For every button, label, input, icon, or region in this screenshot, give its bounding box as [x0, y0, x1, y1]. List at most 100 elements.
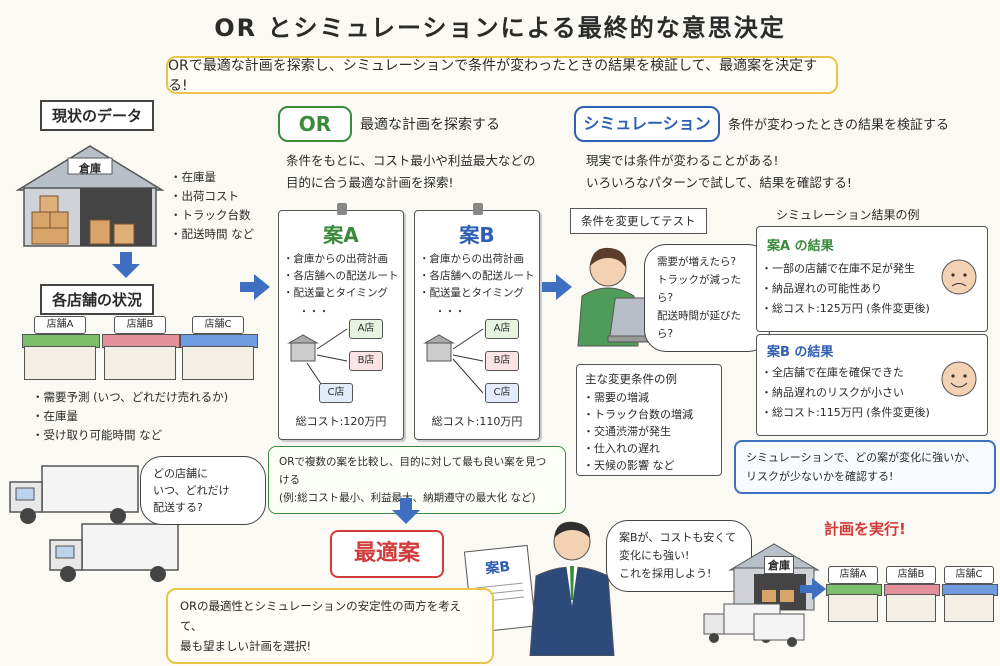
plan-b-card: 案B 倉庫からの出荷計画 各店舗への配送ルート 配送量とタイミング ・・・ A店…: [414, 203, 540, 440]
warehouse-illustration: [15, 145, 165, 247]
list-item: 納品遅れのリスクが小さい: [761, 383, 930, 403]
route-store-b: B店: [485, 351, 519, 371]
sim-description: 現実では条件が変わることがある! いろいろなパターンで試して、結果を確認する!: [586, 150, 852, 194]
bubble-line: どの店舗に: [153, 467, 208, 480]
store-sign: 店舗C: [944, 566, 994, 584]
plan-a-card: 案A 倉庫からの出荷計画 各店舗への配送ルート 配送量とタイミング ・・・ A店…: [278, 203, 404, 440]
list-item: 納品遅れの可能性あり: [761, 279, 930, 299]
store-a-illustration: 店舗A: [826, 566, 882, 622]
desc-line: 目的に合う最適な計画を探索!: [286, 175, 454, 190]
list-item: 倉庫からの出荷計画: [419, 251, 535, 268]
truck-icon: [9, 465, 139, 524]
note-line: ORで複数の案を比較し、目的に対して最も良い案を見つける: [279, 456, 547, 486]
bubble-line: 案Bが、コストも安くて: [619, 531, 736, 544]
route-diagram: [287, 328, 348, 388]
result-a-title: 案A の結果: [767, 239, 834, 254]
plan-b-items: 倉庫からの出荷計画 各店舗への配送ルート 配送量とタイミング: [419, 251, 535, 302]
store-c-illustration: 店舗C: [942, 566, 998, 622]
list-item: 各店舗への配送ルート: [419, 268, 535, 285]
result-b-panel: 案B の結果 全店舗で在庫を確保できた 納品遅れのリスクが小さい 総コスト:11…: [756, 334, 988, 436]
warehouse-sign: 倉庫: [79, 162, 101, 175]
plan-b-title: 案B: [459, 223, 495, 247]
note-line: シミュレーションで、どの案が変化に強いか、: [746, 451, 976, 464]
store-sign: 店舗A: [34, 316, 86, 334]
list-item: 総コスト:125万円 (条件変更後): [761, 299, 930, 319]
store-item-list: 需要予測 (いつ、どれだけ売れるか) 在庫量 受け取り可能時間 など: [32, 388, 252, 445]
down-arrow-icon: [112, 252, 140, 278]
warehouse-item-list: 在庫量 出荷コスト トラック台数 配送時間 など: [170, 168, 270, 244]
route-store-a: A店: [349, 319, 383, 339]
bubble-line: これを採用しよう!: [619, 567, 712, 580]
list-item: 天候の影響 など: [583, 457, 693, 474]
store-b-illustration: 店舗B: [102, 316, 180, 380]
manager-illustration: [529, 521, 615, 656]
right-arrow-icon: [542, 274, 572, 300]
list-item: 配送時間 など: [170, 225, 270, 244]
page-title: OR とシミュレーションによる最終的な意思決定: [214, 14, 786, 42]
or-label-text: OR: [298, 112, 332, 136]
desc-line: 条件をもとに、コスト最小や利益最大などの: [286, 153, 536, 168]
truck-speech-bubble: どの店舗に いつ、どれだけ 配送する?: [140, 456, 266, 525]
warehouse-sign: 倉庫: [764, 556, 794, 574]
test-label: 条件を変更してテスト: [570, 208, 707, 234]
or-description: 条件をもとに、コスト最小や利益最大などの 目的に合う最適な計画を探索!: [286, 150, 535, 194]
desc-line: いろいろなパターンで試して、結果を確認する!: [586, 175, 852, 190]
list-item: 配送量とタイミング: [419, 285, 535, 302]
or-heading: 最適な計画を探索する: [360, 117, 500, 133]
plan-paper-title: 案B: [484, 558, 511, 578]
bubble-line: いつ、どれだけ: [153, 484, 230, 497]
stores-heading: 各店舗の状況: [40, 284, 155, 315]
right-arrow-icon: [240, 274, 270, 300]
list-item: 在庫量: [32, 407, 252, 426]
happy-face-icon: [941, 361, 977, 397]
bubble-line: トラックが減ったら?: [657, 274, 741, 304]
store-b-illustration: 店舗B: [884, 566, 940, 622]
plan-a-cost: 総コスト:120万円: [295, 415, 387, 428]
store-sign: 店舗B: [114, 316, 166, 334]
route-store-b: B店: [349, 351, 383, 371]
store-sign: 店舗A: [828, 566, 878, 584]
list-item: 需要予測 (いつ、どれだけ売れるか): [32, 388, 252, 407]
note-line: ORの最適性とシミュレーションの安定性の両方を考えて、: [180, 599, 462, 633]
route-store-a: A店: [485, 319, 519, 339]
list-item: 受け取り可能時間 など: [32, 426, 252, 445]
plan-a-dots: ・・・: [299, 307, 329, 318]
manager-speech-bubble: 案Bが、コストも安くて 変化にも強い! これを採用しよう!: [606, 520, 752, 592]
final-note: ORの最適性とシミュレーションの安定性の両方を考えて、 最も望ましい計画を選択!: [166, 588, 494, 664]
worried-face-icon: [941, 259, 977, 295]
list-item: 需要の増減: [583, 389, 693, 406]
list-item: 総コスト:115万円 (条件変更後): [761, 403, 930, 423]
note-line: 最も望ましい計画を選択!: [180, 639, 312, 653]
route-store-c: C店: [485, 383, 519, 403]
or-label: OR: [278, 106, 352, 142]
bubble-line: 需要が増えたら?: [657, 256, 737, 268]
or-note: ORで複数の案を比較し、目的に対して最も良い案を見つける (例:総コスト最小、利…: [268, 446, 566, 514]
list-item: 倉庫からの出荷計画: [283, 251, 399, 268]
plan-b-dots: ・・・: [435, 307, 465, 318]
plan-b-cost: 総コスト:110万円: [431, 415, 523, 428]
bubble-line: 変化にも強い!: [619, 549, 690, 562]
truck-icon: [49, 523, 179, 582]
route-diagram: [423, 328, 484, 394]
result-a-panel: 案A の結果 一部の店舗で在庫不足が発生 納品遅れの可能性あり 総コスト:125…: [756, 226, 988, 332]
conditions-title: 主な変更条件の例: [585, 372, 677, 386]
list-item: 仕入れの遅れ: [583, 440, 693, 457]
list-item: 交通渋滞が発生: [583, 423, 693, 440]
sim-note: シミュレーションで、どの案が変化に強いか、 リスクが少ないかを確認する!: [734, 440, 996, 494]
route-store-c: C店: [319, 383, 353, 403]
plan-a-items: 倉庫からの出荷計画 各店舗への配送ルート 配送量とタイミング: [283, 251, 399, 302]
note-line: リスクが少ないかを確認する!: [746, 470, 894, 483]
sim-heading: 条件が変わったときの結果を検証する: [728, 118, 950, 133]
bubble-line: 配送する?: [153, 501, 203, 514]
list-item: トラック台数: [170, 206, 270, 225]
truck-icon: [703, 603, 805, 647]
summary-banner: ORで最適な計画を探索し、シミュレーションで条件が変わったときの結果を検証して、…: [166, 56, 838, 94]
analyst-speech-bubble: 需要が増えたら? トラックが減ったら? 配送時間が延びたら?: [644, 244, 770, 352]
list-item: 各店舗への配送ルート: [283, 268, 399, 285]
plan-a-title: 案A: [323, 223, 359, 247]
execute-label: 計画を実行!: [824, 520, 906, 538]
sim-label-text: シミュレーション: [583, 114, 711, 133]
store-a-illustration: 店舗A: [22, 316, 100, 380]
conditions-panel: 主な変更条件の例 需要の増減 トラック台数の増減 交通渋滞が発生 仕入れの遅れ …: [576, 364, 722, 476]
result-a-list: 一部の店舗で在庫不足が発生 納品遅れの可能性あり 総コスト:125万円 (条件変…: [761, 259, 930, 319]
